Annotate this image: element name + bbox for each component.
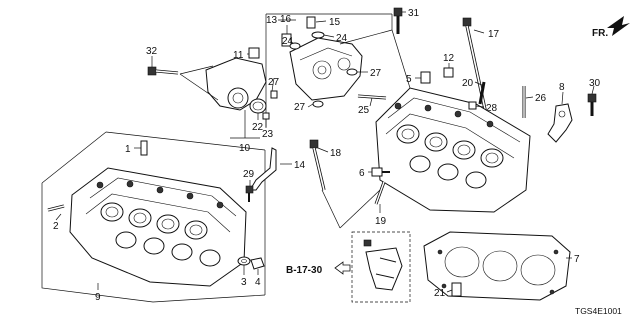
part-22-gasket bbox=[249, 98, 267, 114]
callout-14: 14 bbox=[294, 160, 306, 171]
callout-12: 12 bbox=[443, 53, 455, 64]
callout-27c: 27 bbox=[294, 102, 306, 113]
part-2-pin bbox=[47, 204, 65, 212]
front-label: FR. bbox=[592, 28, 608, 39]
rear-cylinder-head-group bbox=[41, 131, 266, 303]
callout-26: 26 bbox=[535, 93, 547, 104]
part-19-dowel bbox=[374, 181, 386, 205]
part-7-head-gasket bbox=[423, 231, 571, 301]
callout-31: 31 bbox=[408, 8, 420, 19]
callout-24b: 24 bbox=[336, 33, 348, 44]
front-head-bores bbox=[396, 124, 504, 189]
diagram-code: TGS4E1001 bbox=[575, 306, 622, 316]
callout-21: 21 bbox=[434, 288, 446, 299]
callout-9: 9 bbox=[95, 292, 101, 303]
callout-19: 19 bbox=[375, 216, 387, 227]
callout-29: 29 bbox=[243, 169, 255, 180]
part-25-stud bbox=[357, 94, 387, 100]
callout-7: 7 bbox=[574, 254, 580, 265]
callout-3: 3 bbox=[241, 277, 247, 288]
leader-lines bbox=[55, 11, 595, 293]
part-29-bolt bbox=[245, 185, 254, 202]
callout-17: 17 bbox=[488, 29, 500, 40]
reference-arrow-icon bbox=[334, 261, 351, 275]
callout-28: 28 bbox=[486, 103, 498, 114]
callout-24a: 24 bbox=[282, 36, 294, 47]
callout-27a: 27 bbox=[268, 77, 280, 88]
part-21-dowel bbox=[451, 282, 462, 297]
reference-subdiagram bbox=[351, 231, 411, 303]
callout-32: 32 bbox=[146, 46, 158, 57]
callout-20: 20 bbox=[462, 78, 474, 89]
callout-labels: 1 2 3 4 5 6 7 8 9 10 11 12 13 14 15 16 1… bbox=[53, 8, 601, 303]
callout-10: 10 bbox=[239, 143, 251, 154]
part-23-plug bbox=[262, 112, 270, 120]
part-24-oring-b bbox=[311, 31, 325, 39]
callout-23: 23 bbox=[262, 129, 274, 140]
callout-22: 22 bbox=[252, 122, 264, 133]
reference-b-17-30[interactable]: B-17-30 bbox=[286, 261, 351, 276]
part-18-bolt bbox=[309, 139, 326, 191]
part-24-oring-a bbox=[289, 42, 301, 50]
part-12-plug bbox=[443, 67, 454, 78]
callout-8: 8 bbox=[559, 82, 565, 93]
callout-5: 5 bbox=[406, 74, 412, 85]
part-32-bolt bbox=[147, 66, 179, 76]
callout-25: 25 bbox=[358, 105, 370, 116]
part-27-oring-a bbox=[346, 68, 358, 76]
callout-16: 16 bbox=[280, 14, 292, 25]
part-3-washer bbox=[237, 256, 251, 266]
callout-27b: 27 bbox=[370, 68, 382, 79]
callout-2: 2 bbox=[53, 221, 59, 232]
part-31-bolt bbox=[393, 7, 403, 34]
part-27-oring-b bbox=[312, 100, 324, 108]
rear-head-bores bbox=[100, 202, 221, 267]
callout-18: 18 bbox=[330, 148, 342, 159]
part-27-seal bbox=[270, 90, 278, 99]
oil-housing-group bbox=[147, 47, 278, 120]
callout-13: 13 bbox=[266, 15, 278, 26]
callout-11: 11 bbox=[233, 50, 244, 61]
callout-30: 30 bbox=[589, 78, 601, 89]
part-17-bolt bbox=[462, 17, 488, 115]
rear-head-studs bbox=[96, 180, 224, 209]
part-28-plug bbox=[468, 101, 477, 110]
part-5-plug bbox=[420, 71, 431, 84]
callout-1: 1 bbox=[125, 144, 131, 155]
callout-4: 4 bbox=[255, 277, 261, 288]
callout-6: 6 bbox=[359, 168, 365, 179]
front-cylinder-head-group bbox=[371, 67, 531, 213]
part-30-bolt bbox=[587, 93, 597, 116]
front-arrow-icon bbox=[607, 16, 630, 36]
part-15-plug bbox=[306, 16, 316, 29]
part-11-plug bbox=[248, 47, 260, 59]
part-4-nut bbox=[250, 257, 265, 270]
part-8-bracket bbox=[547, 103, 573, 143]
callout-15: 15 bbox=[329, 17, 341, 28]
part-1-dowel bbox=[140, 140, 148, 156]
reference-label[interactable]: B-17-30 bbox=[286, 265, 323, 276]
front-direction-arrow: FR. bbox=[592, 16, 630, 39]
front-head-studs bbox=[394, 102, 494, 128]
